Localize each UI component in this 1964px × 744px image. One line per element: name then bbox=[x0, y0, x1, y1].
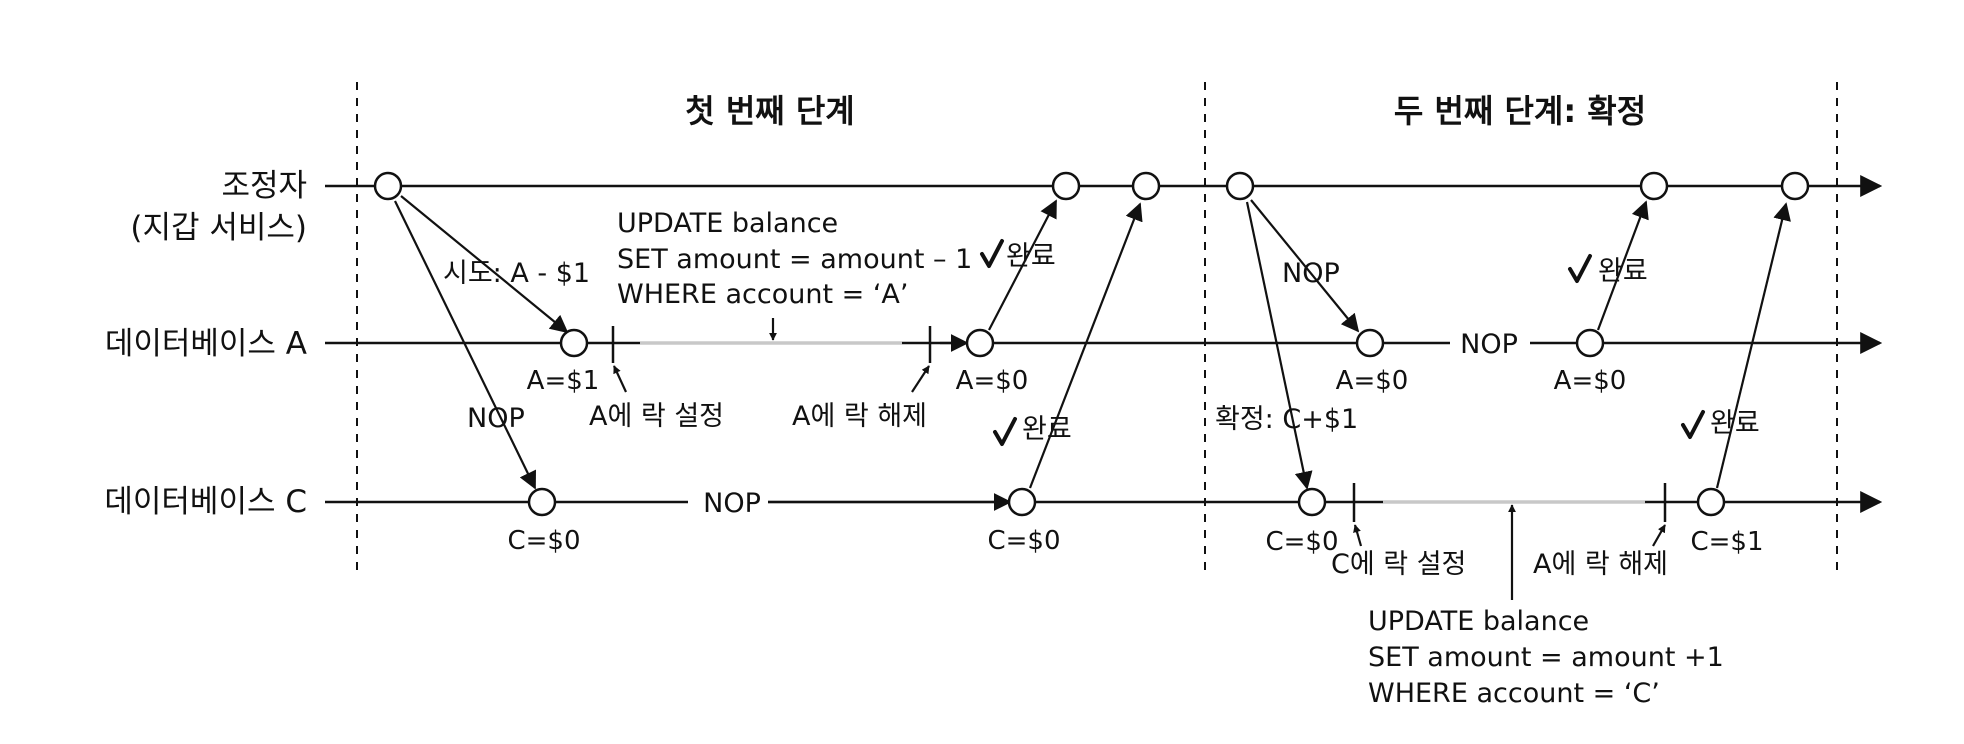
arrow-nop-c bbox=[394, 200, 536, 490]
label-try-a: 시도: A - $1 bbox=[443, 258, 590, 289]
state-a-0-second-2: A=$0 bbox=[1554, 366, 1627, 396]
lane-label-db-a: 데이터베이스 A bbox=[105, 326, 307, 362]
pointer-lock-set-c bbox=[1353, 524, 1363, 547]
check-icon-done-c1 bbox=[993, 417, 1017, 446]
sql-a-line3: WHERE account = ‘A’ bbox=[617, 279, 908, 310]
label-done-c2: 완료 bbox=[1710, 408, 1760, 439]
node-coordinator-c-done bbox=[1131, 171, 1161, 201]
label-nop-c1: NOP bbox=[467, 403, 525, 434]
check-icon-done-c2 bbox=[1681, 410, 1705, 439]
check-icon-done-a1 bbox=[980, 239, 1004, 268]
state-a-0-first: A=$0 bbox=[956, 366, 1029, 396]
node-db-c-commit bbox=[1297, 487, 1327, 517]
state-c-0-first-2: C=$0 bbox=[987, 526, 1060, 556]
state-a-1: A=$1 bbox=[527, 366, 600, 396]
label-nop-line-c: NOP bbox=[703, 488, 761, 519]
check-icon-done-a2 bbox=[1568, 254, 1592, 283]
phase-title-first: 첫 번째 단계 bbox=[685, 92, 854, 130]
label-done-a2: 완료 bbox=[1598, 256, 1648, 287]
node-db-c-nop bbox=[527, 487, 557, 517]
lock-label-c-set: C에 락 설정 bbox=[1331, 549, 1466, 580]
lane-label-db-c: 데이터베이스 C bbox=[104, 484, 307, 520]
label-nop-line-a: NOP bbox=[1460, 329, 1518, 360]
nop-line-a-bg bbox=[1450, 325, 1530, 361]
node-coordinator-start bbox=[373, 171, 403, 201]
label-commit-c: 확정: C+$1 bbox=[1215, 404, 1358, 435]
sql-c-line1: UPDATE balance bbox=[1368, 606, 1589, 637]
sql-c-line3: WHERE account = ‘C’ bbox=[1368, 678, 1660, 709]
arrow-done-c1 bbox=[1028, 202, 1143, 489]
node-db-a-done-2 bbox=[1575, 328, 1605, 358]
sql-c-line2: SET amount = amount +1 bbox=[1368, 642, 1724, 673]
phase-title-second: 두 번째 단계: 확정 bbox=[1394, 92, 1646, 130]
lane-label-coordinator: 조정자 bbox=[221, 168, 307, 204]
lock-label-a-set: A에 락 설정 bbox=[589, 401, 724, 432]
arrow-done-a2 bbox=[1596, 200, 1649, 331]
arrow-commit-c bbox=[1245, 201, 1313, 490]
sql-a-line1: UPDATE balance bbox=[617, 208, 838, 239]
node-coordinator-commit-start bbox=[1225, 171, 1255, 201]
label-done-a1: 완료 bbox=[1006, 241, 1056, 272]
arrow-done-c2 bbox=[1715, 202, 1791, 489]
nop-line-c-bg bbox=[688, 484, 768, 520]
arrow-done-a1 bbox=[988, 199, 1057, 331]
node-db-a-done bbox=[965, 328, 995, 358]
state-c-1: C=$1 bbox=[1690, 527, 1763, 557]
node-db-a-nop bbox=[1355, 328, 1385, 358]
state-c-0-second: C=$0 bbox=[1265, 527, 1338, 557]
sql-a-line2: SET amount = amount – 1 bbox=[617, 244, 972, 275]
lane-label-coordinator-sub: (지갑 서비스) bbox=[130, 210, 307, 246]
pointer-lock-set-a bbox=[613, 365, 627, 393]
node-coordinator-c-done-2 bbox=[1780, 171, 1810, 201]
node-coordinator-a-done-2 bbox=[1639, 171, 1669, 201]
pointer-lock-release-c bbox=[1652, 524, 1666, 547]
state-a-0-second-1: A=$0 bbox=[1336, 366, 1409, 396]
label-done-c1: 완료 bbox=[1022, 414, 1072, 445]
arrow-try-a bbox=[400, 195, 569, 334]
node-db-c-done-2 bbox=[1696, 487, 1726, 517]
state-c-0-first-1: C=$0 bbox=[507, 526, 580, 556]
node-db-c-done bbox=[1007, 487, 1037, 517]
node-coordinator-a-done bbox=[1051, 171, 1081, 201]
lock-label-a-release: A에 락 해제 bbox=[792, 401, 927, 432]
pointer-lock-release-a bbox=[911, 365, 930, 393]
label-nop-a2: NOP bbox=[1282, 258, 1340, 289]
node-db-a-try bbox=[559, 328, 589, 358]
arrow-nop-a2 bbox=[1250, 199, 1360, 333]
lock-label-a-release-2: A에 락 해제 bbox=[1533, 549, 1668, 580]
